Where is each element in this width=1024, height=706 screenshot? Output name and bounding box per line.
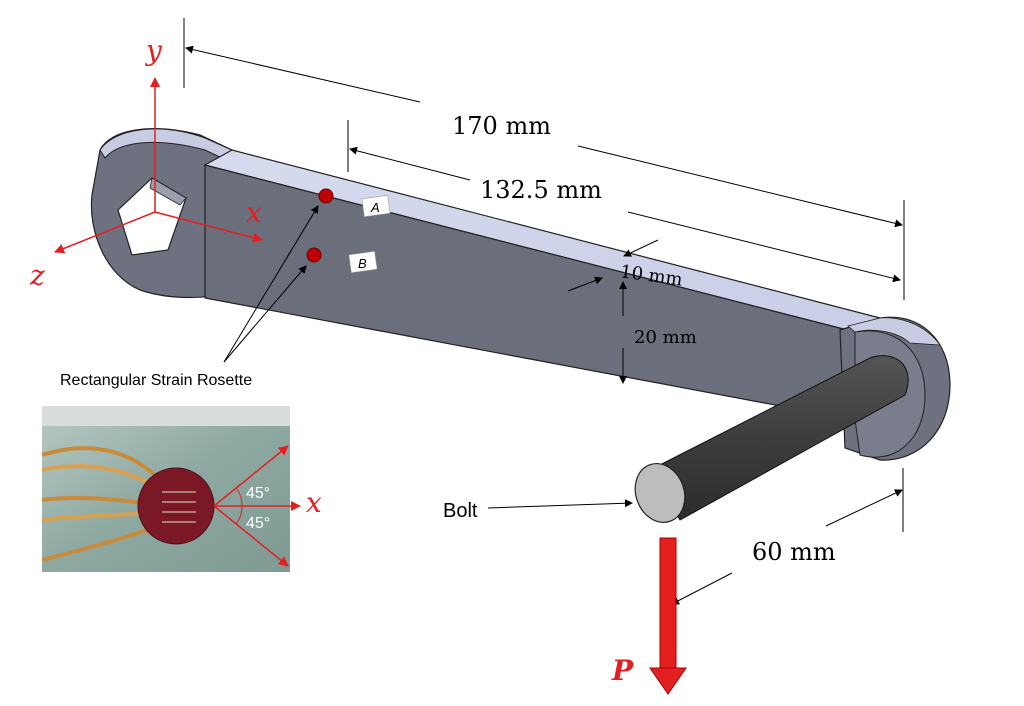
dimension-60: 60 mm [669,468,904,640]
load-arrow: P [611,537,687,695]
bolt [634,355,909,523]
label-a-box [361,194,391,218]
rosette-photo-inset: 45° 45° [41,406,301,572]
rosette-leader-a [223,205,319,363]
bolt-end-face [634,463,686,523]
inset-angle-bottom: 45° [246,515,270,532]
bolt-label: Bolt [443,500,478,522]
dimension-132-5-label: 132.5 mm [480,176,602,204]
inset-x-label: x [306,486,322,519]
x-axis-label: x [246,196,262,229]
bolt-shaft [649,355,909,521]
gauge-point-a [318,188,334,204]
rosette-leader-b [223,265,307,363]
label-b-box [348,250,378,274]
dimension-132-5: 132.5 mm [347,120,901,283]
inset-angle-top: 45° [246,485,270,502]
dimension-170: 170 mm [183,18,905,300]
label-a: A [370,200,380,215]
coordinate-axes: y x z [29,34,263,292]
load-label: P [611,654,634,687]
dimension-20-label: 20 mm [634,327,697,348]
x-axis-arrow [154,211,263,243]
bolt-leader [487,499,633,509]
gauge-point-b [306,247,322,263]
dimension-170-label: 170 mm [452,112,551,140]
dimension-60-label: 60 mm [752,538,836,566]
rosette-label: Rectangular Strain Rosette [60,372,252,389]
label-b: B [358,256,367,271]
z-axis-arrow [54,211,156,254]
dimension-20: 20 mm [619,281,697,384]
z-axis-label: z [29,259,45,292]
y-axis-label: y [144,34,163,67]
